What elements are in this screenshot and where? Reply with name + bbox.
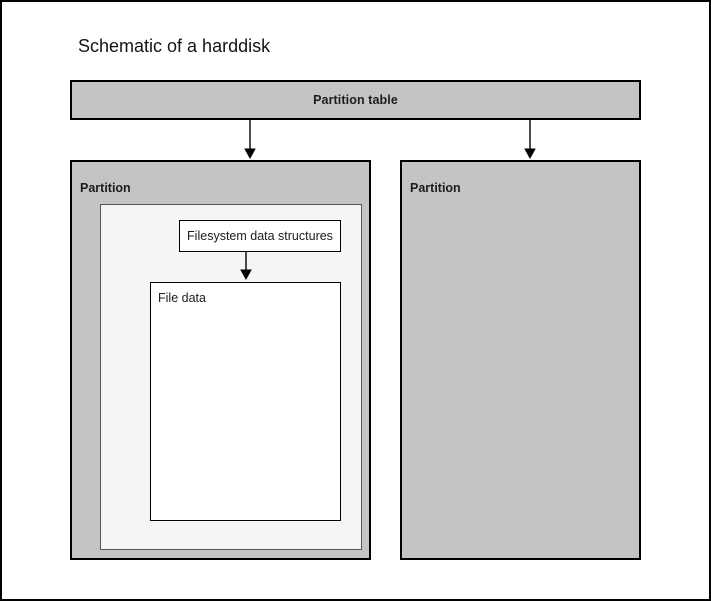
arrow-partition-table-to-right-partition bbox=[524, 120, 536, 159]
filesystem-container-box: Filesystem data structures File data bbox=[100, 204, 362, 550]
left-partition-box: Partition Filesystem data structures Fil… bbox=[70, 160, 371, 560]
filesystem-data-structures-label: Filesystem data structures bbox=[187, 229, 333, 243]
partition-table-box: Partition table bbox=[70, 80, 641, 120]
arrow-partition-table-to-left-partition bbox=[244, 120, 256, 159]
right-partition-label: Partition bbox=[410, 181, 461, 195]
partition-table-label: Partition table bbox=[313, 93, 398, 107]
file-data-box: File data bbox=[150, 282, 341, 521]
file-data-label: File data bbox=[158, 291, 206, 305]
page-title: Schematic of a harddisk bbox=[78, 36, 271, 56]
filesystem-data-structures-box: Filesystem data structures bbox=[179, 220, 341, 252]
right-partition-box: Partition bbox=[400, 160, 641, 560]
left-partition-label: Partition bbox=[80, 181, 131, 195]
